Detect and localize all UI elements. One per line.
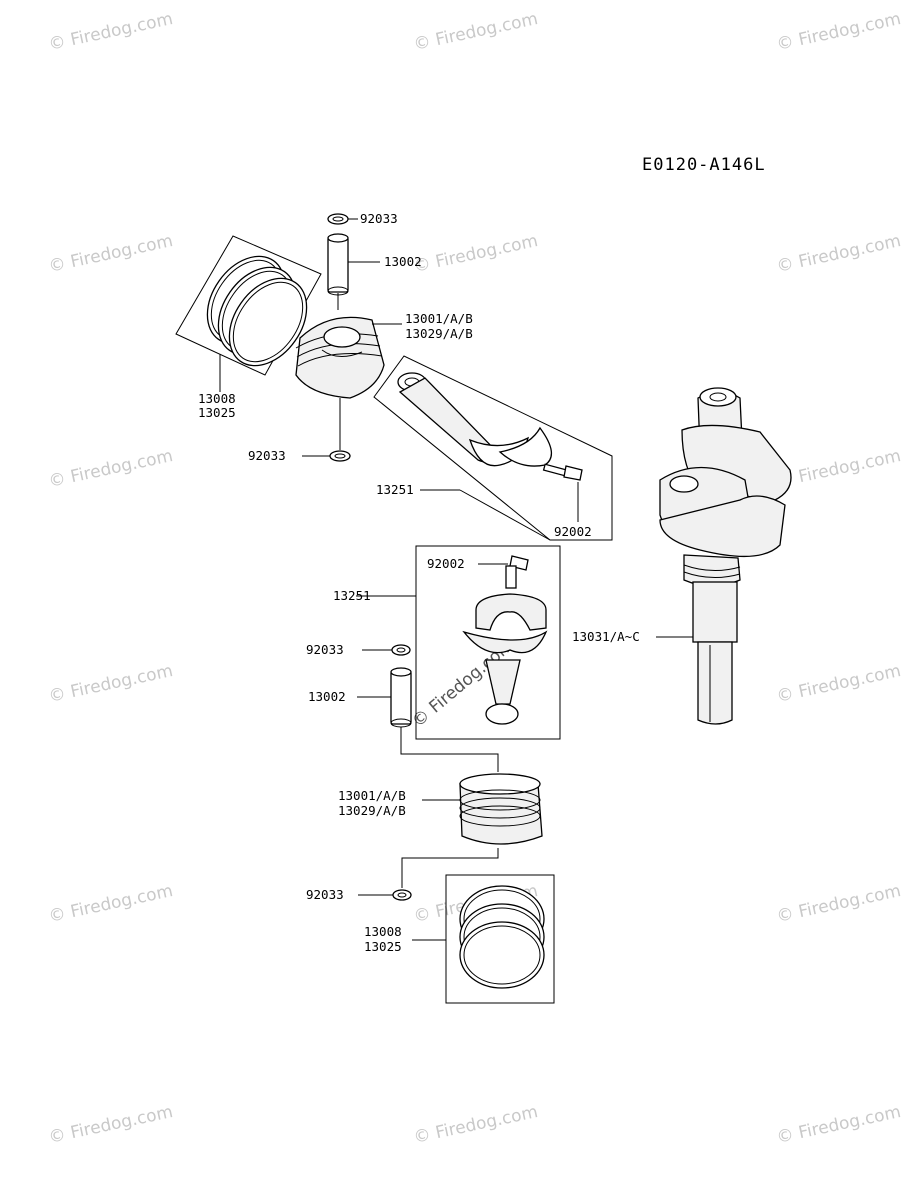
label-upper-rings-b: 13025 [198,405,236,420]
label-lower-rod: 13251 [333,588,371,603]
label-lower-rings-a: 13008 [364,924,402,939]
upper-lower-circlip-part [329,450,351,462]
lower-circlip-bottom-part [392,889,412,901]
label-upper-lower-circlip: 92033 [248,448,286,463]
upper-circlip-part [327,213,349,225]
watermark: © Firedog.com [775,881,903,927]
label-lower-bolt: 92002 [427,556,465,571]
watermark: © Firedog.com [775,446,903,492]
lower-rod-box [415,545,561,740]
label-lower-piston-a: 13001/A/B [338,788,406,803]
label-upper-pin: 13002 [384,254,422,269]
upper-rod-part [397,372,583,481]
label-lower-rings-b: 13025 [364,939,402,954]
label-upper-piston-b: 13029/A/B [405,326,473,341]
watermark: © Firedog.com [412,1102,540,1148]
lower-circlip-top-part [391,644,411,656]
label-upper-rod: 13251 [376,482,414,497]
label-lower-circlip-bottom: 92033 [306,887,344,902]
lower-bolt-part [505,555,529,589]
label-lower-piston-b: 13029/A/B [338,803,406,818]
label-upper-piston-a: 13001/A/B [405,311,473,326]
watermark: © Firedog.com [47,9,175,55]
upper-rings-part [175,235,322,376]
lower-rings-box [445,874,555,1004]
watermark: © Firedog.com [775,231,903,277]
label-upper-rings-a: 13008 [198,391,236,406]
watermark: © Firedog.com [47,446,175,492]
label-upper-bolt: 92002 [554,524,592,539]
upper-pin-part [327,233,349,296]
lower-rings-part [459,885,545,989]
lower-pin-part [390,667,412,728]
upper-rod-box [373,355,613,541]
watermark: © Firedog.com [775,661,903,707]
watermark: © Firedog.com [47,1102,175,1148]
crankshaft-part [659,387,792,725]
watermark: © Firedog.com [412,9,540,55]
watermark: © Firedog.com [47,661,175,707]
watermark: © Firedog.com [775,1102,903,1148]
diagram-code: E0120-A146L [642,155,766,175]
label-lower-pin: 13002 [308,689,346,704]
lower-piston-part [459,773,543,845]
watermark: © Firedog.com [47,881,175,927]
watermark: © Firedog.com [775,9,903,55]
label-upper-circlip: 92033 [360,211,398,226]
lower-rod-part [462,593,548,725]
watermark: © Firedog.com [47,231,175,277]
label-lower-circlip-top: 92033 [306,642,344,657]
upper-piston-part [295,316,385,399]
watermark: © Firedog.com [412,231,540,277]
label-crankshaft: 13031/A~C [572,629,640,644]
